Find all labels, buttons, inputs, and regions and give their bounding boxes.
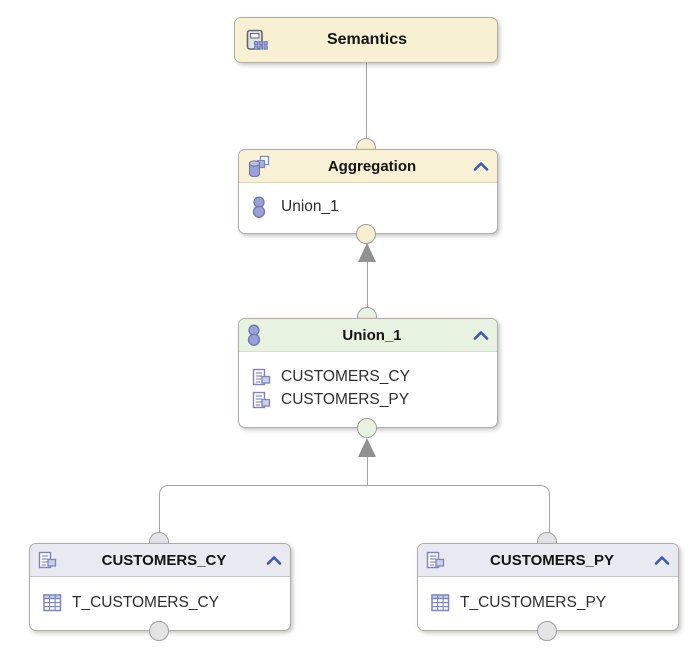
collapse-chevron-up-icon[interactable] xyxy=(262,555,282,566)
union-item-label: CUSTOMERS_CY xyxy=(281,368,410,385)
arrowhead-branch-to-union xyxy=(358,438,376,457)
node-customers-py[interactable]: CUSTOMERS_PY T_CUSTOMERS_PY xyxy=(417,543,679,631)
union-item-customers-cy[interactable]: CUSTOMERS_CY xyxy=(252,368,487,386)
union-icon xyxy=(252,196,272,218)
node-union1-title: Union_1 xyxy=(342,326,402,344)
node-customers-cy[interactable]: CUSTOMERS_CY T_CUSTOMERS_CY xyxy=(29,543,291,631)
node-aggregation-body: Union_1 xyxy=(239,183,497,233)
projection-icon xyxy=(426,551,454,569)
union-output-connector[interactable] xyxy=(357,418,377,438)
node-customers-py-header: CUSTOMERS_PY xyxy=(418,544,678,577)
edge-aggregation-to-semantics xyxy=(366,62,367,150)
node-aggregation-header: Aggregation xyxy=(239,150,497,183)
arrowhead-union-to-aggregation xyxy=(358,243,376,262)
table-icon xyxy=(431,593,451,612)
collapse-chevron-up-icon[interactable] xyxy=(469,330,489,341)
edge-branch-stem xyxy=(367,455,368,486)
customers-py-item-table[interactable]: T_CUSTOMERS_PY xyxy=(431,594,668,612)
aggregation-item-union1[interactable]: Union_1 xyxy=(252,196,487,218)
semantics-cube-icon xyxy=(245,29,273,52)
node-semantics[interactable]: Semantics xyxy=(234,17,498,63)
projection-icon xyxy=(252,391,272,409)
node-union1-header: Union_1 xyxy=(239,319,497,352)
node-customers-cy-body: T_CUSTOMERS_CY xyxy=(30,577,290,630)
customers-py-output-connector[interactable] xyxy=(537,621,557,641)
aggregation-item-label: Union_1 xyxy=(281,198,339,215)
customers-cy-item-label: T_CUSTOMERS_CY xyxy=(72,593,219,611)
node-aggregation-title: Aggregation xyxy=(327,157,417,175)
union-item-label: CUSTOMERS_PY xyxy=(281,391,410,408)
union-icon xyxy=(247,324,275,346)
table-icon xyxy=(43,593,63,612)
edge-union-to-aggregation xyxy=(367,258,368,318)
node-customers-cy-title: CUSTOMERS_CY xyxy=(101,551,227,569)
projection-icon xyxy=(38,551,66,569)
collapse-chevron-up-icon[interactable] xyxy=(650,555,670,566)
aggregation-icon xyxy=(247,155,275,177)
collapse-chevron-up-icon[interactable] xyxy=(469,161,489,172)
projection-icon xyxy=(252,368,272,386)
node-semantics-title: Semantics xyxy=(326,31,408,48)
node-union1-body: CUSTOMERS_CY CUSTOMERS_PY xyxy=(239,352,497,427)
edge-branch-split xyxy=(159,485,550,544)
customers-cy-item-table[interactable]: T_CUSTOMERS_CY xyxy=(43,594,280,612)
node-customers-cy-header: CUSTOMERS_CY xyxy=(30,544,290,577)
node-union1[interactable]: Union_1 CUSTOMERS_CY CUSTOMERS_PY xyxy=(238,318,498,428)
node-aggregation[interactable]: Aggregation Union_1 xyxy=(238,149,498,234)
node-customers-py-title: CUSTOMERS_PY xyxy=(490,551,614,569)
union-item-customers-py[interactable]: CUSTOMERS_PY xyxy=(252,391,487,409)
customers-py-item-label: T_CUSTOMERS_PY xyxy=(460,593,607,611)
aggregation-output-connector[interactable] xyxy=(356,224,376,244)
node-customers-py-body: T_CUSTOMERS_PY xyxy=(418,577,678,630)
customers-cy-output-connector[interactable] xyxy=(149,621,169,641)
